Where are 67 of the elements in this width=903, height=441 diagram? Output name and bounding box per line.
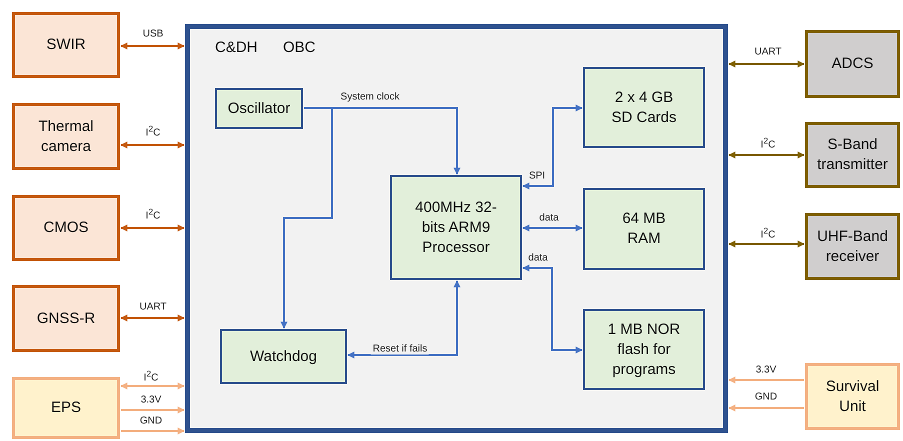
connector-arrow <box>120 224 185 232</box>
component-label: 400MHz 32-bits ARM9 Processor <box>414 198 498 258</box>
connector-arrow <box>120 314 185 322</box>
component-box <box>805 122 900 188</box>
connector-arrow <box>347 280 460 358</box>
component-box <box>12 103 120 170</box>
edge-label: 3.3V <box>138 394 164 406</box>
panel-title: C&DH <box>215 38 258 58</box>
edge-label: GND <box>138 416 164 426</box>
component-label: Survival Unit <box>824 376 880 416</box>
component-label: Thermal camera <box>37 116 94 156</box>
component-label: EPS <box>50 398 82 418</box>
edge-label: Reset if fails <box>370 344 430 354</box>
component-label: 64 MB RAM <box>621 209 667 249</box>
connector-arrow <box>522 104 583 190</box>
component-box <box>12 285 120 352</box>
connector-arrow <box>728 60 805 68</box>
edge-label: SPI <box>526 170 548 182</box>
component-label: CMOS <box>42 218 90 238</box>
edge-label: I$^{2}$C <box>144 123 162 139</box>
connector-arrow <box>280 107 333 329</box>
component-box <box>390 175 522 280</box>
board-panel <box>185 24 728 433</box>
edge-label: System clock <box>338 92 402 102</box>
connector-arrow <box>728 152 805 158</box>
component-box <box>583 188 705 270</box>
component-label: S-Band transmitter <box>816 135 889 175</box>
edge-label: I$^{2}$C <box>758 225 778 241</box>
edge-label: GND <box>752 392 780 402</box>
connector-arrow <box>121 406 185 414</box>
connector-arrow <box>120 142 185 148</box>
edge-label: 3.3V <box>754 364 778 376</box>
edge-label: data <box>537 212 561 224</box>
component-label: Oscillator <box>226 98 292 118</box>
edge-label: USB <box>140 28 166 40</box>
connector-arrow <box>120 42 185 50</box>
component-box <box>12 377 120 439</box>
component-label: ADCS <box>830 54 874 74</box>
component-label: SWIR <box>45 35 87 55</box>
edge-label: UART <box>137 302 169 312</box>
component-label: 2 x 4 GB SD Cards <box>610 88 678 128</box>
component-label: 1 MB NOR flash for programs <box>606 320 682 380</box>
edge-label: I$^{2}$C <box>142 368 160 384</box>
connector-arrow <box>522 224 583 232</box>
component-box <box>583 309 705 390</box>
component-box <box>12 12 120 78</box>
component-box <box>805 30 900 98</box>
component-box <box>805 363 900 430</box>
component-box <box>583 67 705 148</box>
component-box <box>805 213 900 280</box>
component-label: Watchdog <box>249 346 318 366</box>
connector-arrow <box>728 404 804 412</box>
component-label: GNSS-R <box>36 308 96 328</box>
connector-arrow <box>120 382 185 390</box>
component-box <box>12 195 120 261</box>
component-label: UHF-Band receiver <box>816 226 889 266</box>
panel-title: OBC <box>283 38 316 58</box>
edge-label: data <box>526 252 550 264</box>
edge-label: UART <box>752 46 784 58</box>
edge-label: I$^{2}$C <box>758 135 778 151</box>
component-box <box>215 88 303 129</box>
connector-arrow <box>522 264 583 354</box>
component-box <box>220 329 347 384</box>
edge-label: I$^{2}$C <box>144 206 162 222</box>
connector-arrow <box>121 428 185 434</box>
connector-arrow <box>728 376 804 384</box>
connector-arrow <box>728 240 805 248</box>
